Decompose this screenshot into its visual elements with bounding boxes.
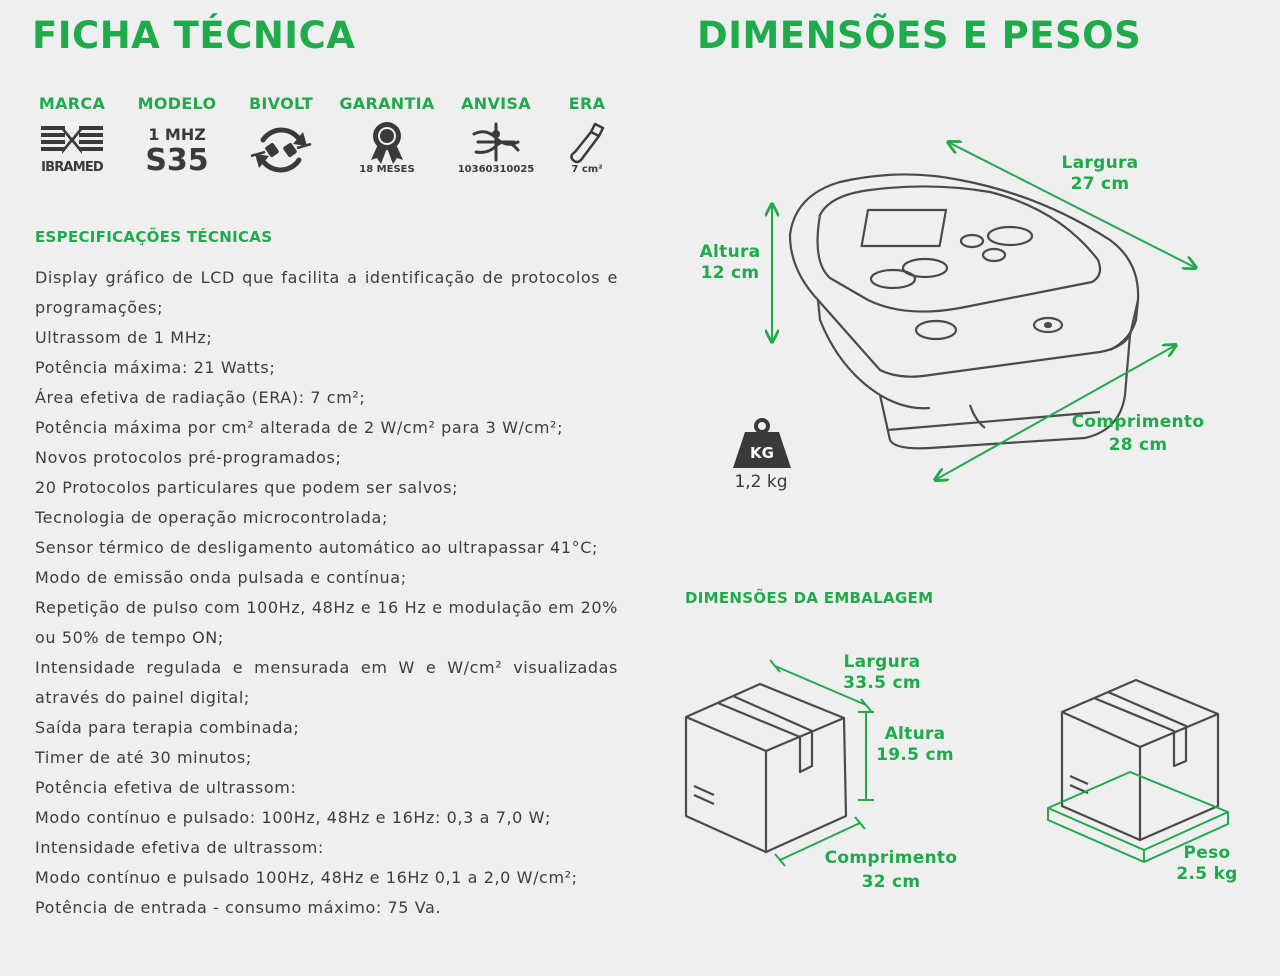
ultrasound-device-drawing bbox=[788, 173, 1140, 450]
spec-bivolt-label: BIVOLT bbox=[248, 94, 314, 113]
spec-item: Potência de entrada - consumo máximo: 75… bbox=[35, 898, 442, 917]
spec-item: Potência máxima: 21 Watts; bbox=[35, 358, 276, 377]
spec-item: 20 Protocolos particulares que podem ser… bbox=[35, 478, 459, 497]
spec-anvisa-label: ANVISA bbox=[461, 94, 531, 113]
spec-bivolt: BIVOLT bbox=[233, 94, 329, 180]
package-weight-caption: Peso bbox=[1183, 843, 1231, 863]
ultrasound-probe-icon bbox=[570, 122, 605, 164]
device-height-value: 12 cm bbox=[700, 263, 760, 283]
package-width-label: Largura 33.5 cm bbox=[832, 652, 932, 694]
award-ribbon-icon bbox=[371, 122, 403, 164]
model-text-icon: 1 MHZ S35 bbox=[145, 125, 208, 176]
spec-item: Potência efetiva de ultrassom: bbox=[35, 778, 297, 797]
spec-garantia-label: GARANTIA bbox=[339, 94, 435, 113]
device-width-value: 27 cm bbox=[1070, 174, 1130, 194]
era-caption: 7 cm² bbox=[571, 164, 603, 175]
spec-heading: ESPECIFICAÇÕES TÉCNICAS bbox=[35, 228, 273, 246]
spec-item: Tecnologia de operação microcontrolada; bbox=[35, 508, 388, 527]
spec-list: Display gráfico de LCD que facilita a id… bbox=[35, 263, 618, 923]
package-height-label: Altura 19.5 cm bbox=[868, 724, 962, 766]
spec-anvisa: ANVISA 10360310025 bbox=[448, 94, 544, 175]
spec-item: Potência máxima por cm² alterada de 2 W/… bbox=[35, 418, 564, 437]
spec-item: Modo de emissão onda pulsada e contínua; bbox=[35, 568, 407, 587]
device-height-label: Altura 12 cm bbox=[690, 242, 770, 284]
scale-platform-drawing bbox=[1047, 771, 1229, 863]
package-width-value: 33.5 cm bbox=[843, 673, 921, 693]
spec-marca: MARCA IBRAMED bbox=[24, 94, 120, 176]
device-width-caption: Largura bbox=[1061, 153, 1139, 173]
package-length-label: Comprimento 32 cm bbox=[812, 846, 970, 894]
package-box-drawing bbox=[684, 682, 848, 854]
ficha-tecnica-title: FICHA TÉCNICA bbox=[32, 14, 356, 57]
package-height-caption: Altura bbox=[884, 724, 946, 744]
package-weight-value: 2.5 kg bbox=[1176, 864, 1238, 884]
weight-kg-icon: KG bbox=[733, 418, 791, 468]
spec-item: Novos protocolos pré-programados; bbox=[35, 448, 342, 467]
ibramed-logo-icon: IBRAMED bbox=[41, 126, 105, 175]
spec-item: Timer de até 30 minutos; bbox=[35, 748, 252, 767]
package-width-caption: Largura bbox=[843, 652, 921, 672]
anvisa-icon bbox=[472, 122, 520, 162]
anvisa-caption: 10360310025 bbox=[457, 164, 535, 175]
spec-item: Display gráfico de LCD que facilita a id… bbox=[35, 268, 618, 317]
spec-item: Modo contínuo e pulsado: 100Hz, 48Hz e 1… bbox=[35, 808, 552, 827]
spec-garantia: GARANTIA 18 MESES bbox=[339, 94, 435, 175]
package-height-value: 19.5 cm bbox=[876, 745, 954, 765]
spec-item: Intensidade efetiva de ultrassom: bbox=[35, 838, 324, 857]
spec-item: Sensor térmico de desligamento automátic… bbox=[35, 538, 598, 557]
plug-cycle-icon bbox=[250, 127, 312, 173]
dimensoes-pesos-title: DIMENSÕES E PESOS bbox=[697, 14, 1142, 57]
spec-era: ERA 7 cm² bbox=[539, 94, 635, 175]
spec-item: Ultrassom de 1 MHz; bbox=[35, 328, 213, 347]
model-name-text: S35 bbox=[145, 143, 208, 176]
spec-modelo-label: MODELO bbox=[137, 94, 217, 113]
weight-icon-text: KG bbox=[750, 444, 774, 462]
device-width-label: Largura 27 cm bbox=[1050, 153, 1150, 195]
spec-item: Saída para terapia combinada; bbox=[35, 718, 300, 737]
spec-item: Intensidade regulada e mensurada em W e … bbox=[35, 658, 618, 707]
package-on-scale-drawing bbox=[1060, 678, 1220, 842]
device-height-caption: Altura bbox=[699, 242, 761, 262]
device-length-label: Comprimento 28 cm bbox=[1058, 411, 1218, 457]
package-length-caption: Comprimento bbox=[824, 848, 958, 868]
package-weight-label: Peso 2.5 kg bbox=[1162, 843, 1252, 885]
package-length-value: 32 cm bbox=[861, 872, 921, 892]
spec-modelo: MODELO 1 MHZ S35 bbox=[129, 94, 225, 176]
spec-item: Repetição de pulso com 100Hz, 48Hz e 16 … bbox=[35, 598, 618, 647]
spec-marca-label: MARCA bbox=[38, 94, 106, 113]
ibramed-logo-text: IBRAMED bbox=[41, 160, 104, 175]
spec-item: Área efetiva de radiação (ERA): 7 cm²; bbox=[35, 388, 366, 407]
device-length-caption: Comprimento bbox=[1071, 412, 1205, 432]
device-length-value: 28 cm bbox=[1108, 435, 1168, 455]
model-frequency-text: 1 MHZ bbox=[148, 125, 206, 144]
package-heading: DIMENSÕES DA EMBALAGEM bbox=[685, 589, 934, 607]
spec-item: Modo contínuo e pulsado 100Hz, 48Hz e 16… bbox=[35, 868, 578, 887]
device-weight-value: 1,2 kg bbox=[734, 472, 788, 492]
spec-era-label: ERA bbox=[568, 94, 606, 113]
garantia-caption: 18 MESES bbox=[359, 164, 415, 175]
